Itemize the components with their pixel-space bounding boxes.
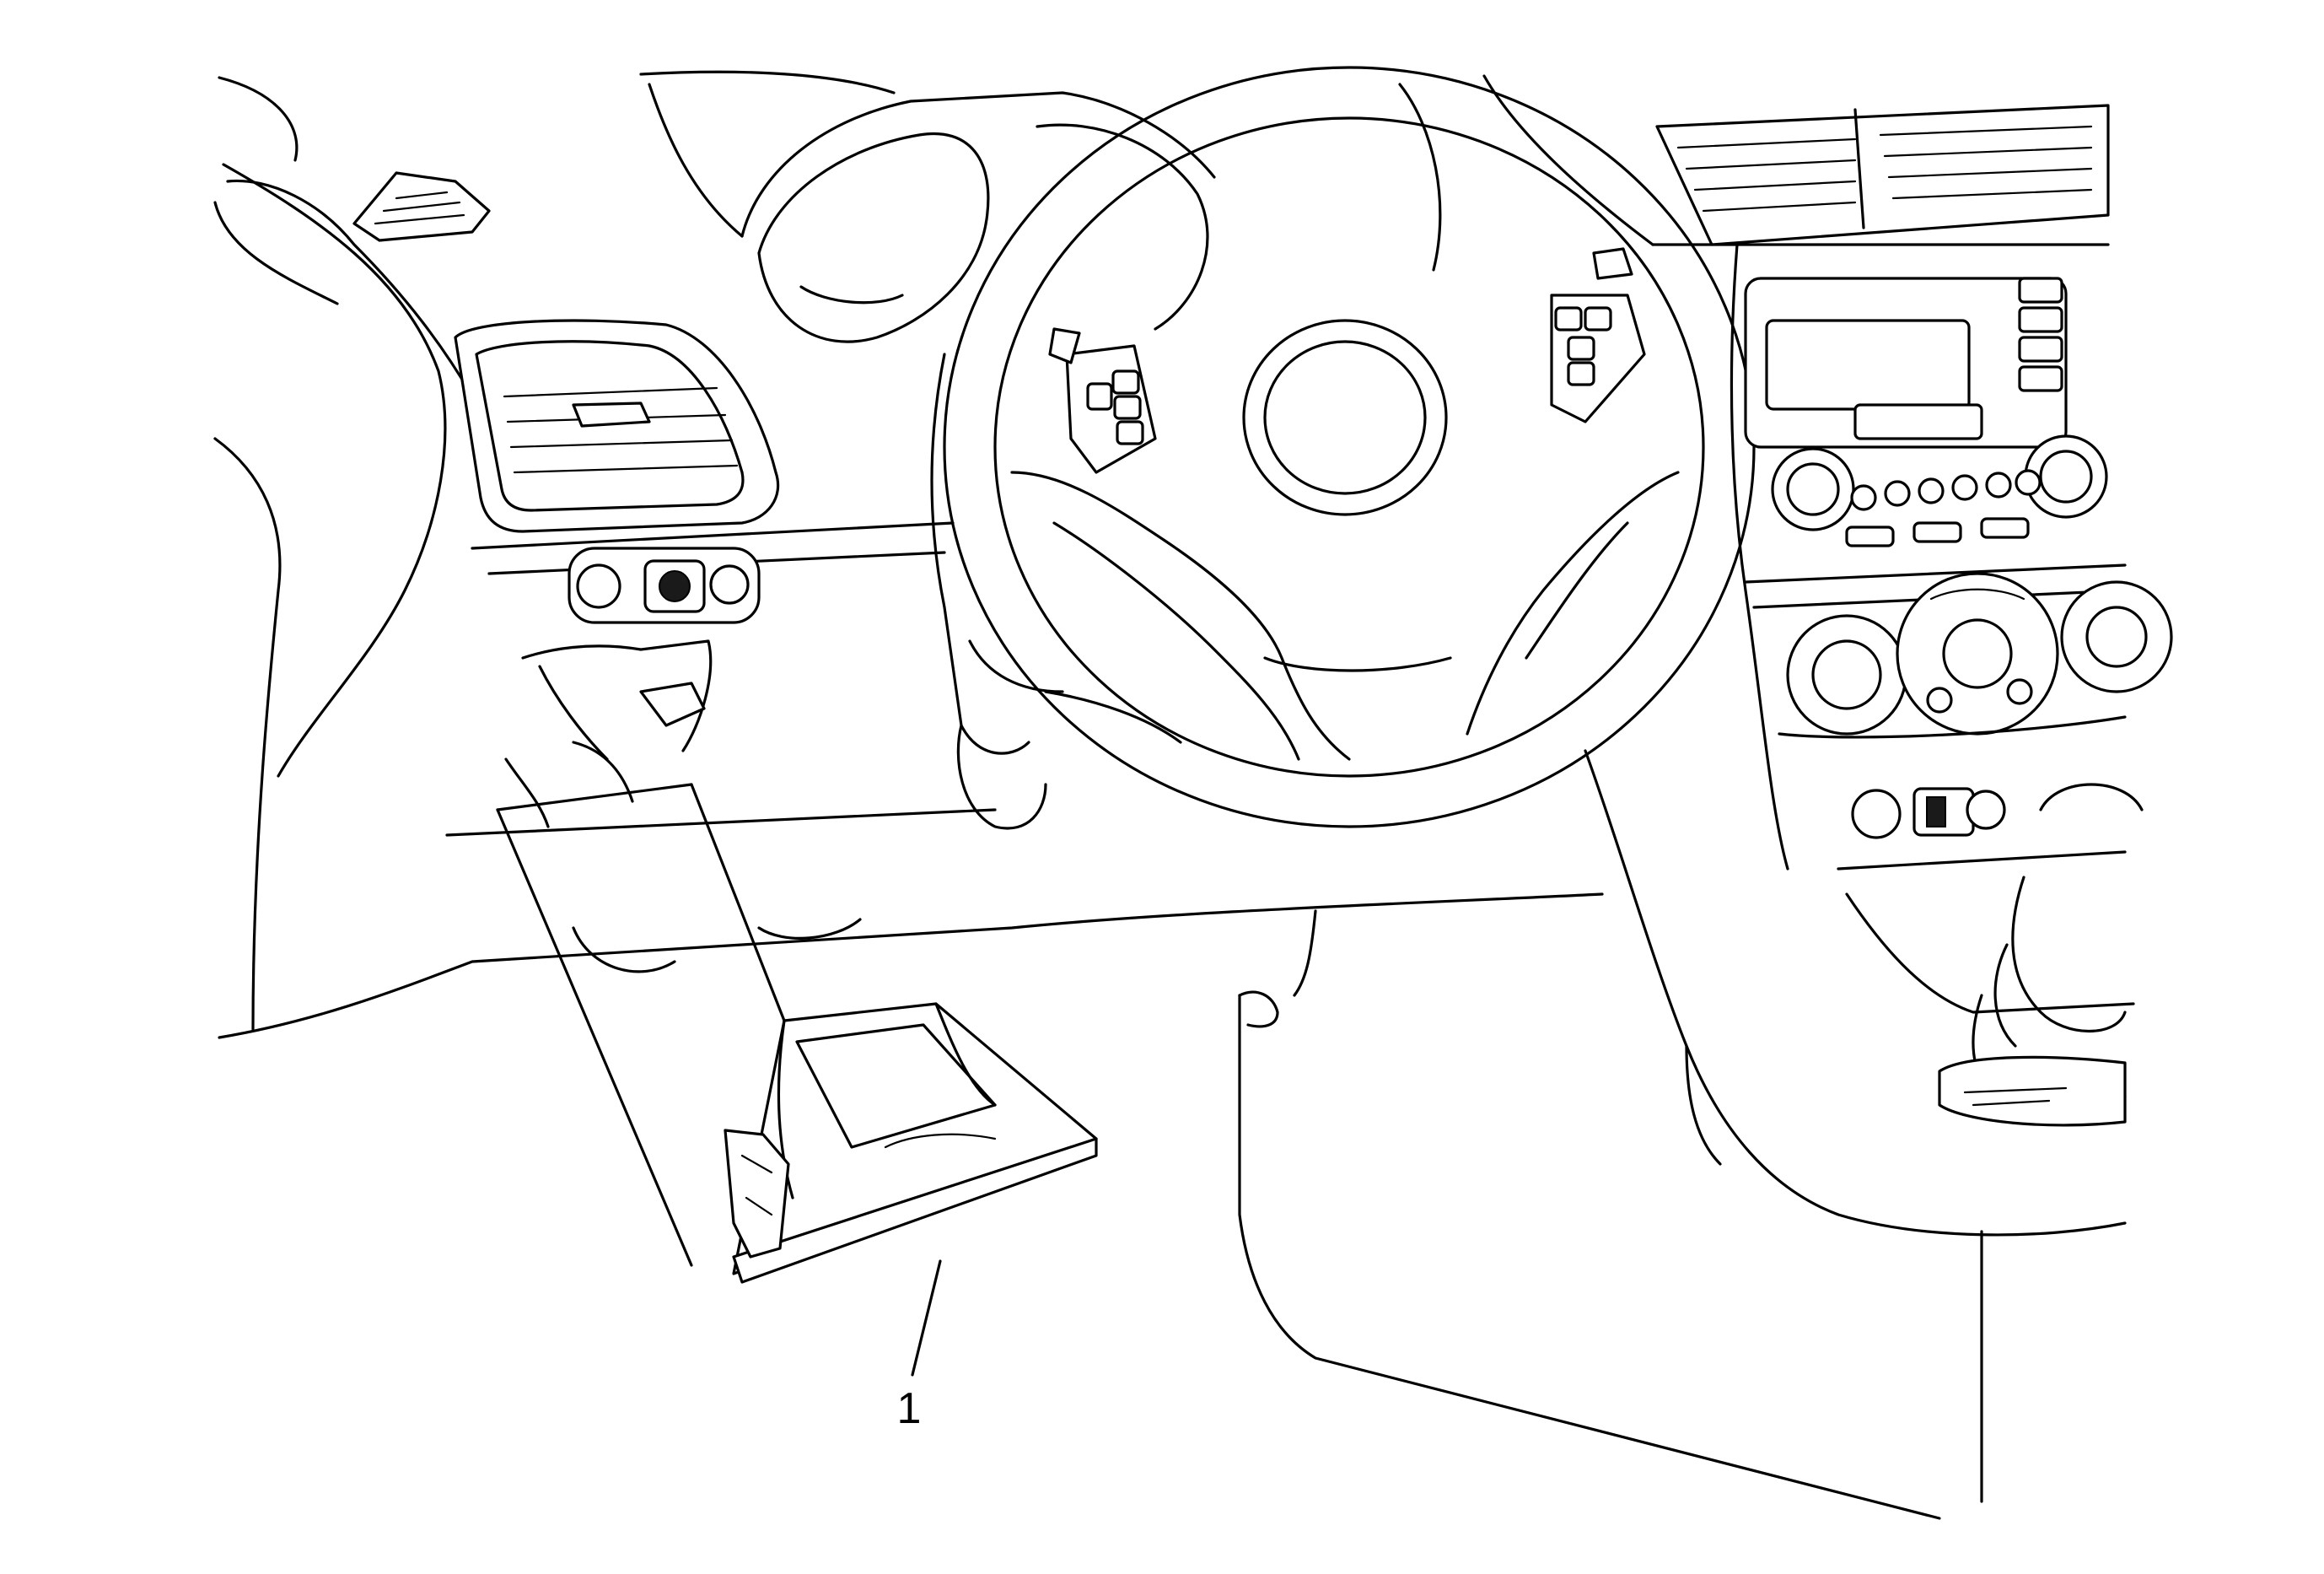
storage-compartment xyxy=(496,783,1098,1284)
radio-unit xyxy=(1730,243,2108,871)
dash-left-panel xyxy=(213,163,1604,1039)
airbag-hub-inner xyxy=(1263,340,1427,495)
side-defrost-vent xyxy=(352,171,491,242)
airbag-hub-outer xyxy=(1242,319,1448,516)
left-air-vent xyxy=(454,319,780,533)
left-spoke-pad xyxy=(1065,344,1157,474)
power-outlet xyxy=(1851,789,1902,839)
right-spoke-button xyxy=(1554,306,1583,332)
callout-1-leader xyxy=(911,1259,942,1377)
left-spoke-button xyxy=(1086,382,1113,411)
callout-1-label: 1 xyxy=(896,1384,922,1433)
knee-bolster-opening xyxy=(504,639,713,828)
lower-console xyxy=(1837,787,2135,1014)
center-vents xyxy=(1655,104,2110,246)
radio-display xyxy=(1765,319,1971,411)
switch-bank xyxy=(568,547,761,624)
lower-body xyxy=(1238,749,2127,1520)
steering-wheel xyxy=(943,66,1756,828)
gear-shifter xyxy=(1938,783,2144,1127)
steering-column xyxy=(930,353,1182,830)
instrument-cluster xyxy=(740,83,1442,343)
climate-controls xyxy=(1744,563,2173,739)
